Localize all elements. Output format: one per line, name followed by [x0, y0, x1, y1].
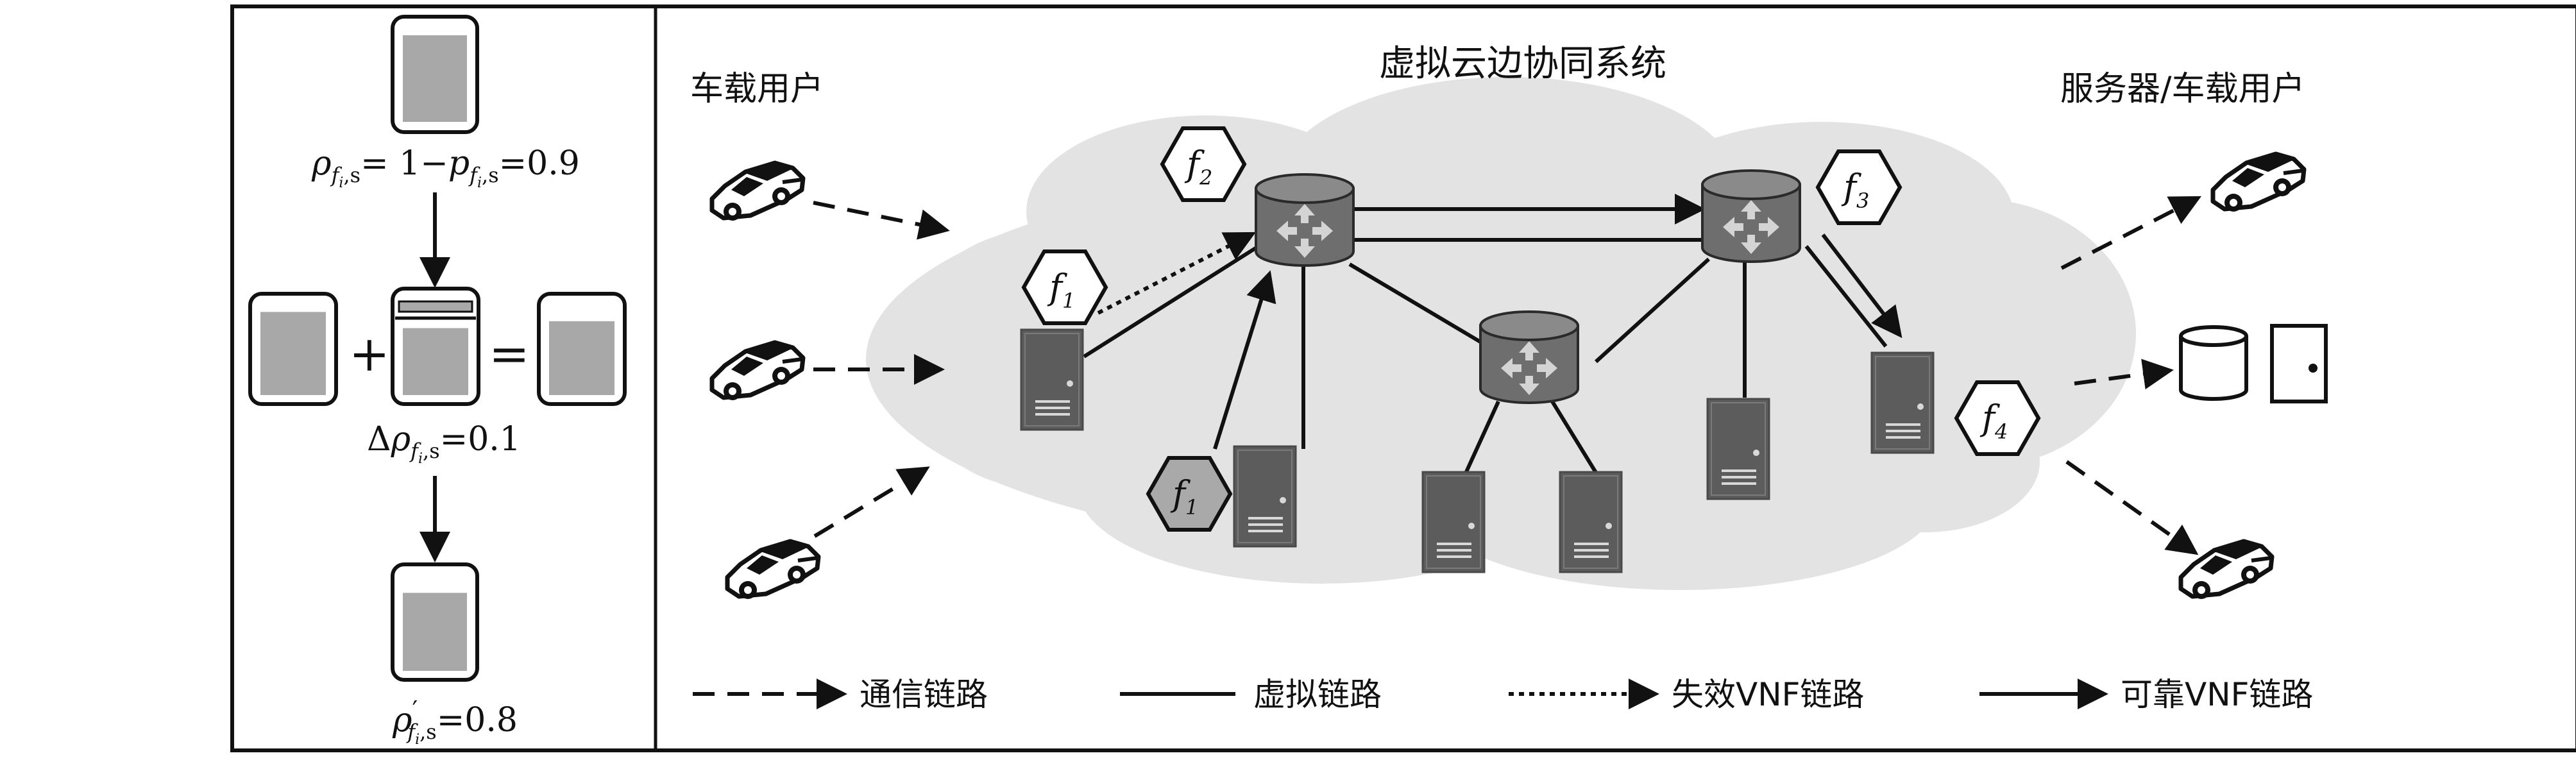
legend-item-failed-vnf: 失效VNF链路 — [1509, 676, 1864, 713]
failed-vnf-link — [1097, 232, 1257, 315]
car-icon — [2213, 154, 2304, 212]
car-icon — [712, 163, 803, 221]
server-icon — [1020, 328, 1084, 431]
battery-top — [391, 15, 479, 134]
battery-top-fill — [403, 35, 467, 122]
server-icon — [1559, 471, 1623, 573]
server-icon — [1870, 351, 1935, 454]
left-panel: ρfi,s= 1−pfi,s=0.9 + = Δρfi,s=0.1 — [248, 15, 627, 748]
battery-mid-left — [248, 292, 338, 406]
vnf-f4: f4 — [1954, 380, 2041, 456]
car-icon — [712, 342, 803, 400]
battery-bottom — [391, 562, 479, 682]
database-icon — [2181, 327, 2246, 399]
svg-text:通信链路: 通信链路 — [860, 676, 988, 713]
right-users-label: 服务器/车载用户 — [2060, 70, 2305, 108]
equals-sign: = — [489, 325, 530, 382]
svg-text:可靠VNF链路: 可靠VNF链路 — [2121, 676, 2313, 713]
server-icon — [1421, 471, 1486, 573]
legend-item-virtual: 虚拟链路 — [1120, 676, 1382, 713]
left-users-label: 车载用户 — [690, 70, 824, 108]
main-panel: 虚拟云边协同系统 车载用户 服务器/车载用户 — [690, 43, 2328, 599]
battery-mid-center — [391, 287, 480, 406]
legend: 通信链路 虚拟链路 失效VNF链路 可靠VNF链路 — [693, 676, 2313, 713]
battery-mid-result — [537, 292, 627, 406]
vnf-f1: f1 — [1021, 249, 1108, 325]
plus-sign: + — [349, 325, 390, 382]
battery-mid-left-fill — [260, 312, 326, 395]
reliable-vnf-links — [1213, 194, 1902, 450]
server-icon — [1233, 445, 1297, 548]
svg-text:失效VNF链路: 失效VNF链路 — [1672, 676, 1864, 713]
door-icon — [2270, 324, 2328, 403]
server-icon — [1706, 398, 1770, 500]
svg-text:虚拟链路: 虚拟链路 — [1253, 676, 1382, 713]
communication-links — [813, 196, 2202, 555]
battery-bottom-fill — [403, 593, 467, 671]
equation-bottom: ρ′fi,s=0.8 — [392, 696, 518, 748]
router-icon — [1255, 173, 1355, 267]
battery-mid-result-fill — [549, 321, 614, 395]
legend-item-communication: 通信链路 — [693, 676, 988, 713]
equation-top: ρfi,s= 1−pfi,s=0.9 — [311, 144, 580, 191]
router-icon — [1479, 310, 1579, 404]
system-title: 虚拟云边协同系统 — [1379, 43, 1666, 85]
vnf-f1-backup: f1 — [1146, 456, 1233, 532]
vnf-f3: f3 — [1815, 149, 1902, 225]
legend-item-reliable-vnf: 可靠VNF链路 — [1979, 676, 2313, 713]
car-icon — [727, 541, 818, 599]
equation-mid: Δρfi,s=0.1 — [367, 420, 521, 467]
battery-mid-center-fill — [403, 328, 468, 395]
outer-frame — [230, 4, 2576, 752]
vnf-f2: f2 — [1160, 126, 1247, 202]
router-icon — [1701, 169, 1801, 263]
